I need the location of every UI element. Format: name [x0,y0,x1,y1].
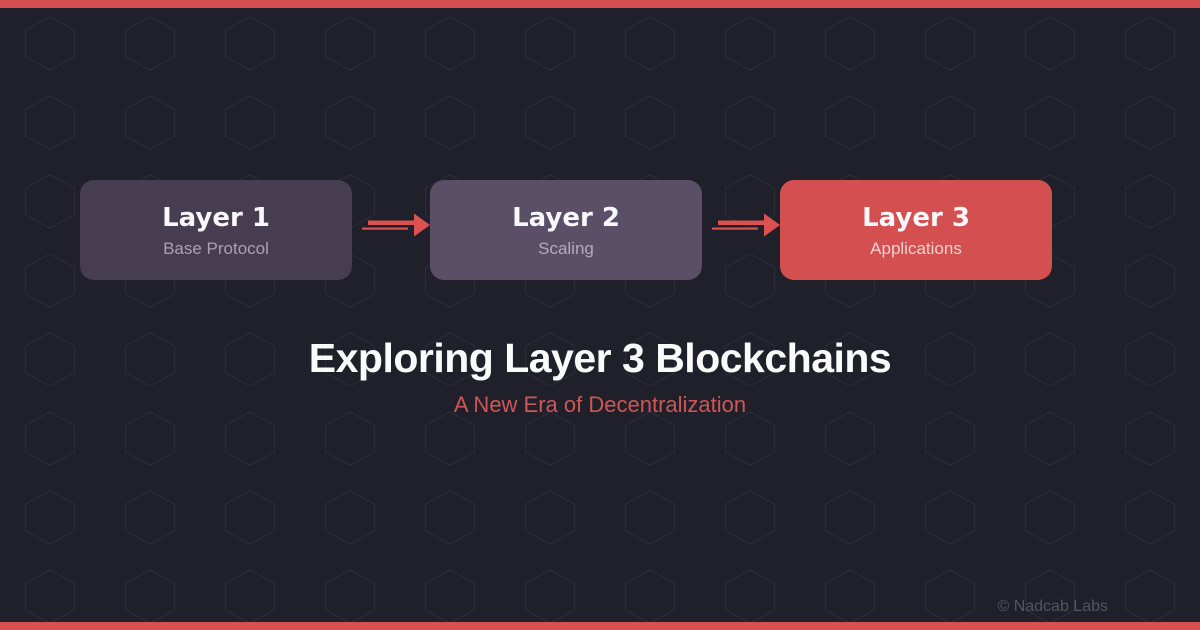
layer-3-subtitle: Applications [870,239,962,258]
right-arrow-icon [712,213,780,237]
layer-flow-diagram: Layer 1 Base Protocol Layer 2 Scaling La… [80,180,1052,280]
headline-block: Exploring Layer 3 Blockchains A New Era … [0,338,1200,416]
flow-arrow-cell [352,180,430,280]
top-accent-bar [0,0,1200,8]
flow-arrow-cell [702,180,780,280]
page-title: Exploring Layer 3 Blockchains [308,335,892,381]
layer-1-title: Layer 1 [162,203,270,233]
layer-2-title: Layer 2 [512,203,620,233]
layer-1-box: Layer 1 Base Protocol [80,180,352,280]
layer-3-title: Layer 3 [862,203,970,233]
layer-3-box: Layer 3 Applications [780,180,1052,280]
layer-2-box: Layer 2 Scaling [430,180,702,280]
bottom-accent-bar [0,622,1200,630]
right-arrow-icon [362,213,430,237]
layer-2-subtitle: Scaling [538,239,594,258]
layer-1-subtitle: Base Protocol [163,239,269,258]
copyright-text: © Nadcab Labs [997,598,1108,615]
page-subtitle: A New Era of Decentralization [453,392,747,417]
